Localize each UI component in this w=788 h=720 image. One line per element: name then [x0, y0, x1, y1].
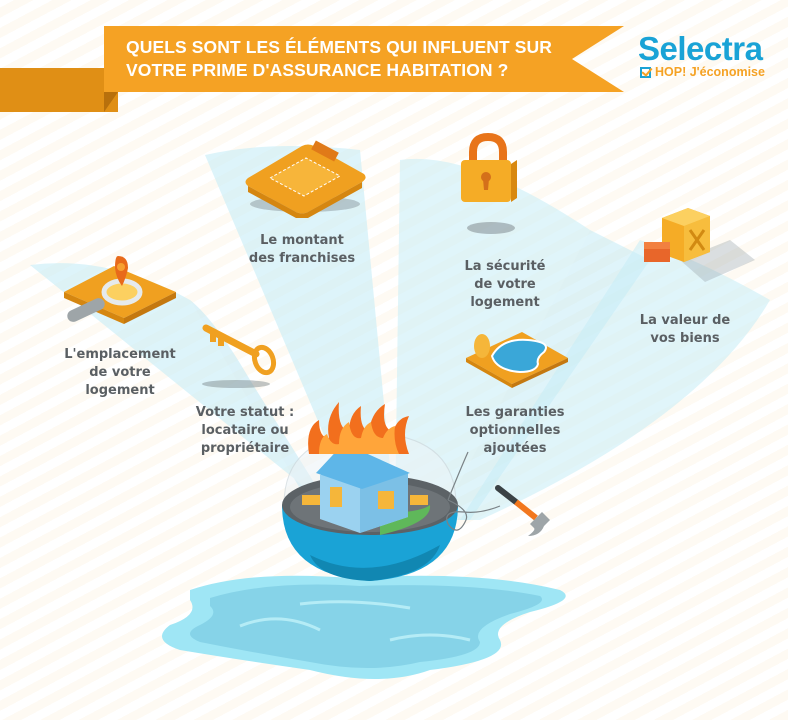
title-line-2: VOTRE PRIME D'ASSURANCE HABITATION ? — [126, 60, 509, 80]
swimming-pool-icon — [466, 332, 568, 388]
water-puddle-icon — [162, 575, 566, 679]
fire-icon — [308, 402, 409, 454]
label-line: de votre logement — [470, 277, 540, 310]
factor-label-statut: Votre statut : locataire ou propriétaire — [190, 404, 300, 458]
label-line: logement — [85, 383, 155, 398]
label-line: vos biens — [650, 331, 720, 346]
checkbox-icon — [640, 66, 651, 78]
factor-label-garanties: Les garanties optionnelles ajoutées — [455, 404, 575, 458]
calculator-icon — [245, 140, 366, 218]
label-line: Les garanties — [465, 405, 565, 420]
title-banner: QUELS SONT LES ÉLÉMENTS QUI INFLUENT SUR… — [104, 26, 624, 92]
title-line-1: QUELS SONT LES ÉLÉMENTS QUI INFLUENT SUR — [126, 37, 552, 57]
label-line: de votre — [89, 365, 151, 380]
label-line: des franchises — [248, 251, 356, 266]
selectra-logo: Selectra HOP! J'économise — [638, 30, 768, 80]
padlock-icon — [461, 132, 517, 234]
label-line: propriétaire — [200, 441, 290, 456]
label-line: optionnelles — [469, 423, 561, 438]
ribbon-tail — [0, 68, 118, 112]
hammer-icon — [495, 485, 550, 536]
label-line: locataire ou — [201, 423, 289, 438]
label-line: La sécurité — [464, 259, 546, 274]
logo-name: Selectra — [638, 30, 763, 67]
house-in-globe-icon — [282, 432, 458, 581]
logo-tagline: HOP! J'économise — [655, 65, 765, 79]
label-line: La valeur de — [639, 313, 731, 328]
factor-label-securite: La sécurité de votre logement — [440, 258, 570, 312]
factor-label-emplacement: L'emplacement de votre logement — [55, 346, 185, 400]
logo-tag: HOP! J'économise — [640, 65, 768, 79]
label-line: Le montant — [260, 233, 344, 248]
label-line: Votre statut : — [195, 405, 295, 420]
factor-label-franchises: Le montant des franchises — [242, 232, 362, 268]
key-icon — [202, 324, 277, 388]
factor-label-valeur: La valeur de vos biens — [630, 312, 740, 348]
map-magnifier-icon — [64, 256, 176, 324]
label-line: ajoutées — [483, 441, 547, 456]
label-line: L'emplacement — [64, 347, 176, 362]
safe-icon — [644, 208, 755, 282]
ribbon-fold — [104, 92, 118, 112]
cable-line — [446, 451, 501, 531]
